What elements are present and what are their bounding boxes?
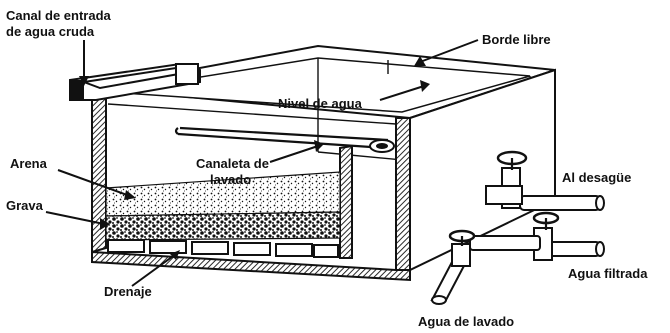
label-to-drain: Al desagüe xyxy=(562,170,631,185)
label-gravel: Grava xyxy=(6,198,44,213)
gravel-layer xyxy=(105,211,341,241)
label-freeboard: Borde libre xyxy=(482,32,551,47)
inlet-channel xyxy=(69,62,201,101)
labels: Canal de entrada de agua cruda Borde lib… xyxy=(6,8,648,329)
wash-water-pipe xyxy=(430,261,468,301)
front-right-wall xyxy=(395,117,411,271)
water-level-line xyxy=(107,103,397,125)
bottom-slab xyxy=(91,250,411,282)
label-wash-water: Agua de lavado xyxy=(418,314,514,329)
label-wash-trough-2: lavado xyxy=(210,172,251,187)
leader-arrows xyxy=(45,39,479,287)
pipe-system xyxy=(430,150,605,305)
label-filtered-water: Agua filtrada xyxy=(568,266,648,281)
label-inlet-channel-1: Canal de entrada xyxy=(6,8,112,23)
label-wash-trough-1: Canaleta de xyxy=(196,156,269,171)
tank xyxy=(91,44,556,282)
drain-pipe xyxy=(519,195,601,211)
wash-trough xyxy=(174,126,395,153)
label-drainage: Drenaje xyxy=(104,284,152,299)
label-inlet-channel-2: de agua cruda xyxy=(6,24,95,39)
label-sand: Arena xyxy=(10,156,48,171)
inner-wall xyxy=(339,144,353,259)
underdrain-blocks xyxy=(107,239,339,258)
label-water-level: Nivel de agua xyxy=(278,96,363,111)
